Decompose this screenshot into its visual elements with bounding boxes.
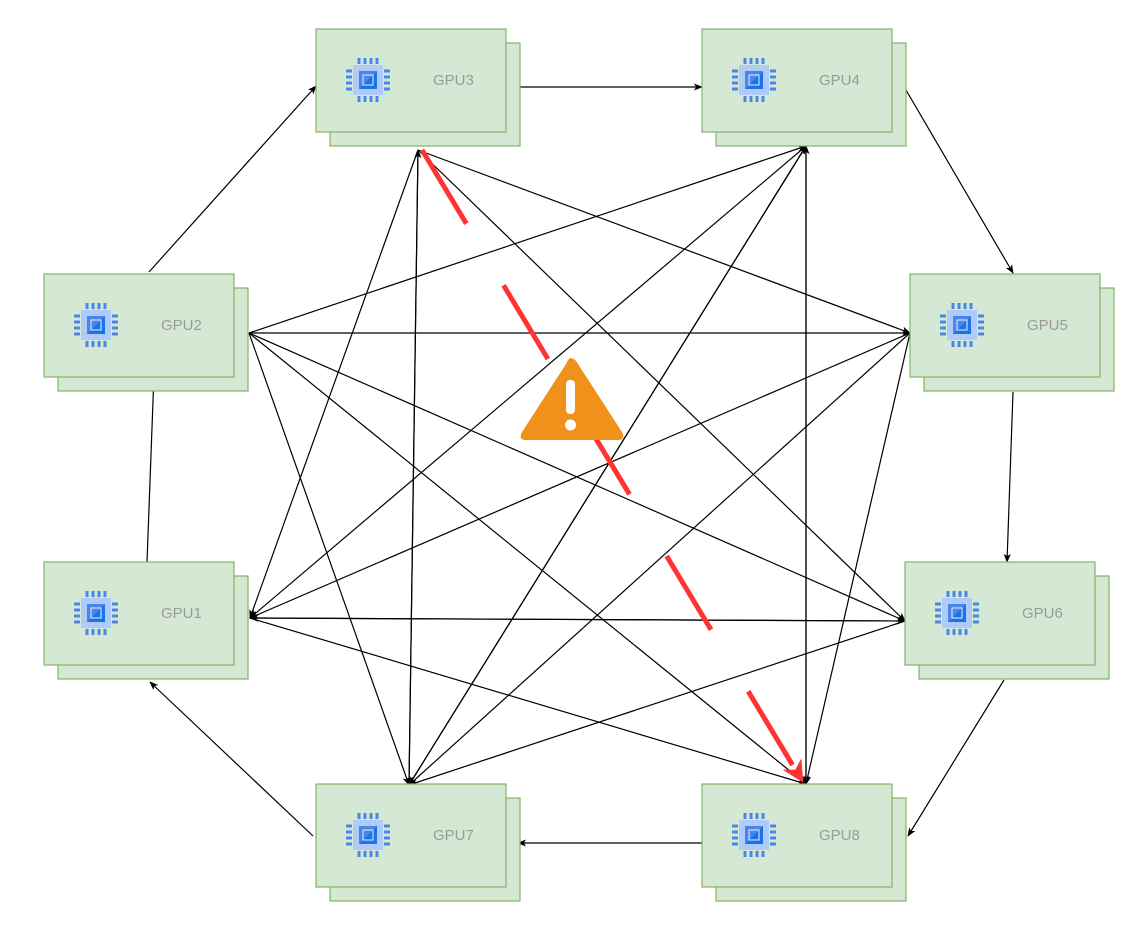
node-gpu5[interactable]: GPU5 (909, 273, 1115, 392)
warning-icon (520, 358, 624, 440)
node-label: GPU4 (819, 72, 860, 89)
edge-gpu4-to-gpu1 (249, 145, 807, 619)
edge-gpu5-to-gpu8 (804, 332, 911, 785)
node-gpu1[interactable]: GPU1 (43, 561, 249, 680)
chip-icon (940, 303, 984, 347)
chip-icon (74, 591, 118, 635)
edge-gpu2-to-gpu8 (248, 332, 807, 785)
chip-icon (732, 58, 776, 102)
node-label: GPU7 (433, 827, 474, 844)
edge-gpu3-to-gpu5 (417, 149, 911, 334)
node-gpu3[interactable]: GPU3 (315, 28, 521, 147)
node-label: GPU6 (1022, 605, 1063, 622)
edge-gpu1-to-gpu6 (249, 617, 906, 625)
highlighted-edge-gpu3-to-gpu8 (419, 148, 804, 783)
ring-edge-gpu4-to-gpu5 (905, 89, 1014, 274)
edge-gpu3-to-gpu6 (417, 149, 906, 622)
edge-gpu3-to-gpu1 (249, 149, 419, 619)
edge-gpu5-to-gpu1 (249, 332, 911, 619)
node-gpu2[interactable]: GPU2 (43, 273, 249, 392)
chip-icon (732, 813, 776, 857)
edge-gpu7-to-gpu4 (408, 145, 807, 786)
chip-icon (346, 813, 390, 857)
ring-edge-gpu6-to-gpu8 (907, 679, 1005, 837)
node-card (701, 28, 893, 133)
chip-icon (935, 591, 979, 635)
node-card (315, 783, 507, 888)
node-gpu4[interactable]: GPU4 (701, 28, 907, 147)
node-label: GPU5 (1027, 317, 1068, 334)
edge-gpu6-to-gpu7 (408, 620, 906, 786)
node-card (315, 28, 507, 133)
edge-gpu5-to-gpu7 (408, 332, 911, 786)
node-card (43, 273, 235, 378)
node-label: GPU8 (819, 827, 860, 844)
node-label: GPU3 (433, 72, 474, 89)
node-card (701, 783, 893, 888)
node-card (904, 561, 1096, 666)
node-gpu8[interactable]: GPU8 (701, 783, 907, 902)
chip-icon (346, 58, 390, 102)
node-card (909, 273, 1101, 378)
overlay-layer (419, 148, 804, 783)
ring-edge-gpu7-to-gpu1 (149, 681, 314, 837)
node-card (43, 561, 235, 666)
ring-edge-gpu1-to-gpu2 (146, 373, 158, 563)
edge-gpu1-to-gpu8 (249, 617, 807, 786)
edge-gpu7-to-gpu3 (408, 149, 422, 786)
ring-edge-gpu5-to-gpu6 (1003, 391, 1014, 563)
edge-gpu2-to-gpu4 (248, 145, 807, 334)
node-gpu6[interactable]: GPU6 (904, 561, 1110, 680)
ring-edge-gpu2-to-gpu3 (148, 85, 317, 273)
chip-icon (74, 303, 118, 347)
node-label: GPU1 (161, 605, 202, 622)
edges-layer (146, 83, 1014, 847)
node-label: GPU2 (161, 317, 202, 334)
node-gpu7[interactable]: GPU7 (315, 783, 521, 902)
edge-gpu2-to-gpu7 (248, 332, 410, 786)
